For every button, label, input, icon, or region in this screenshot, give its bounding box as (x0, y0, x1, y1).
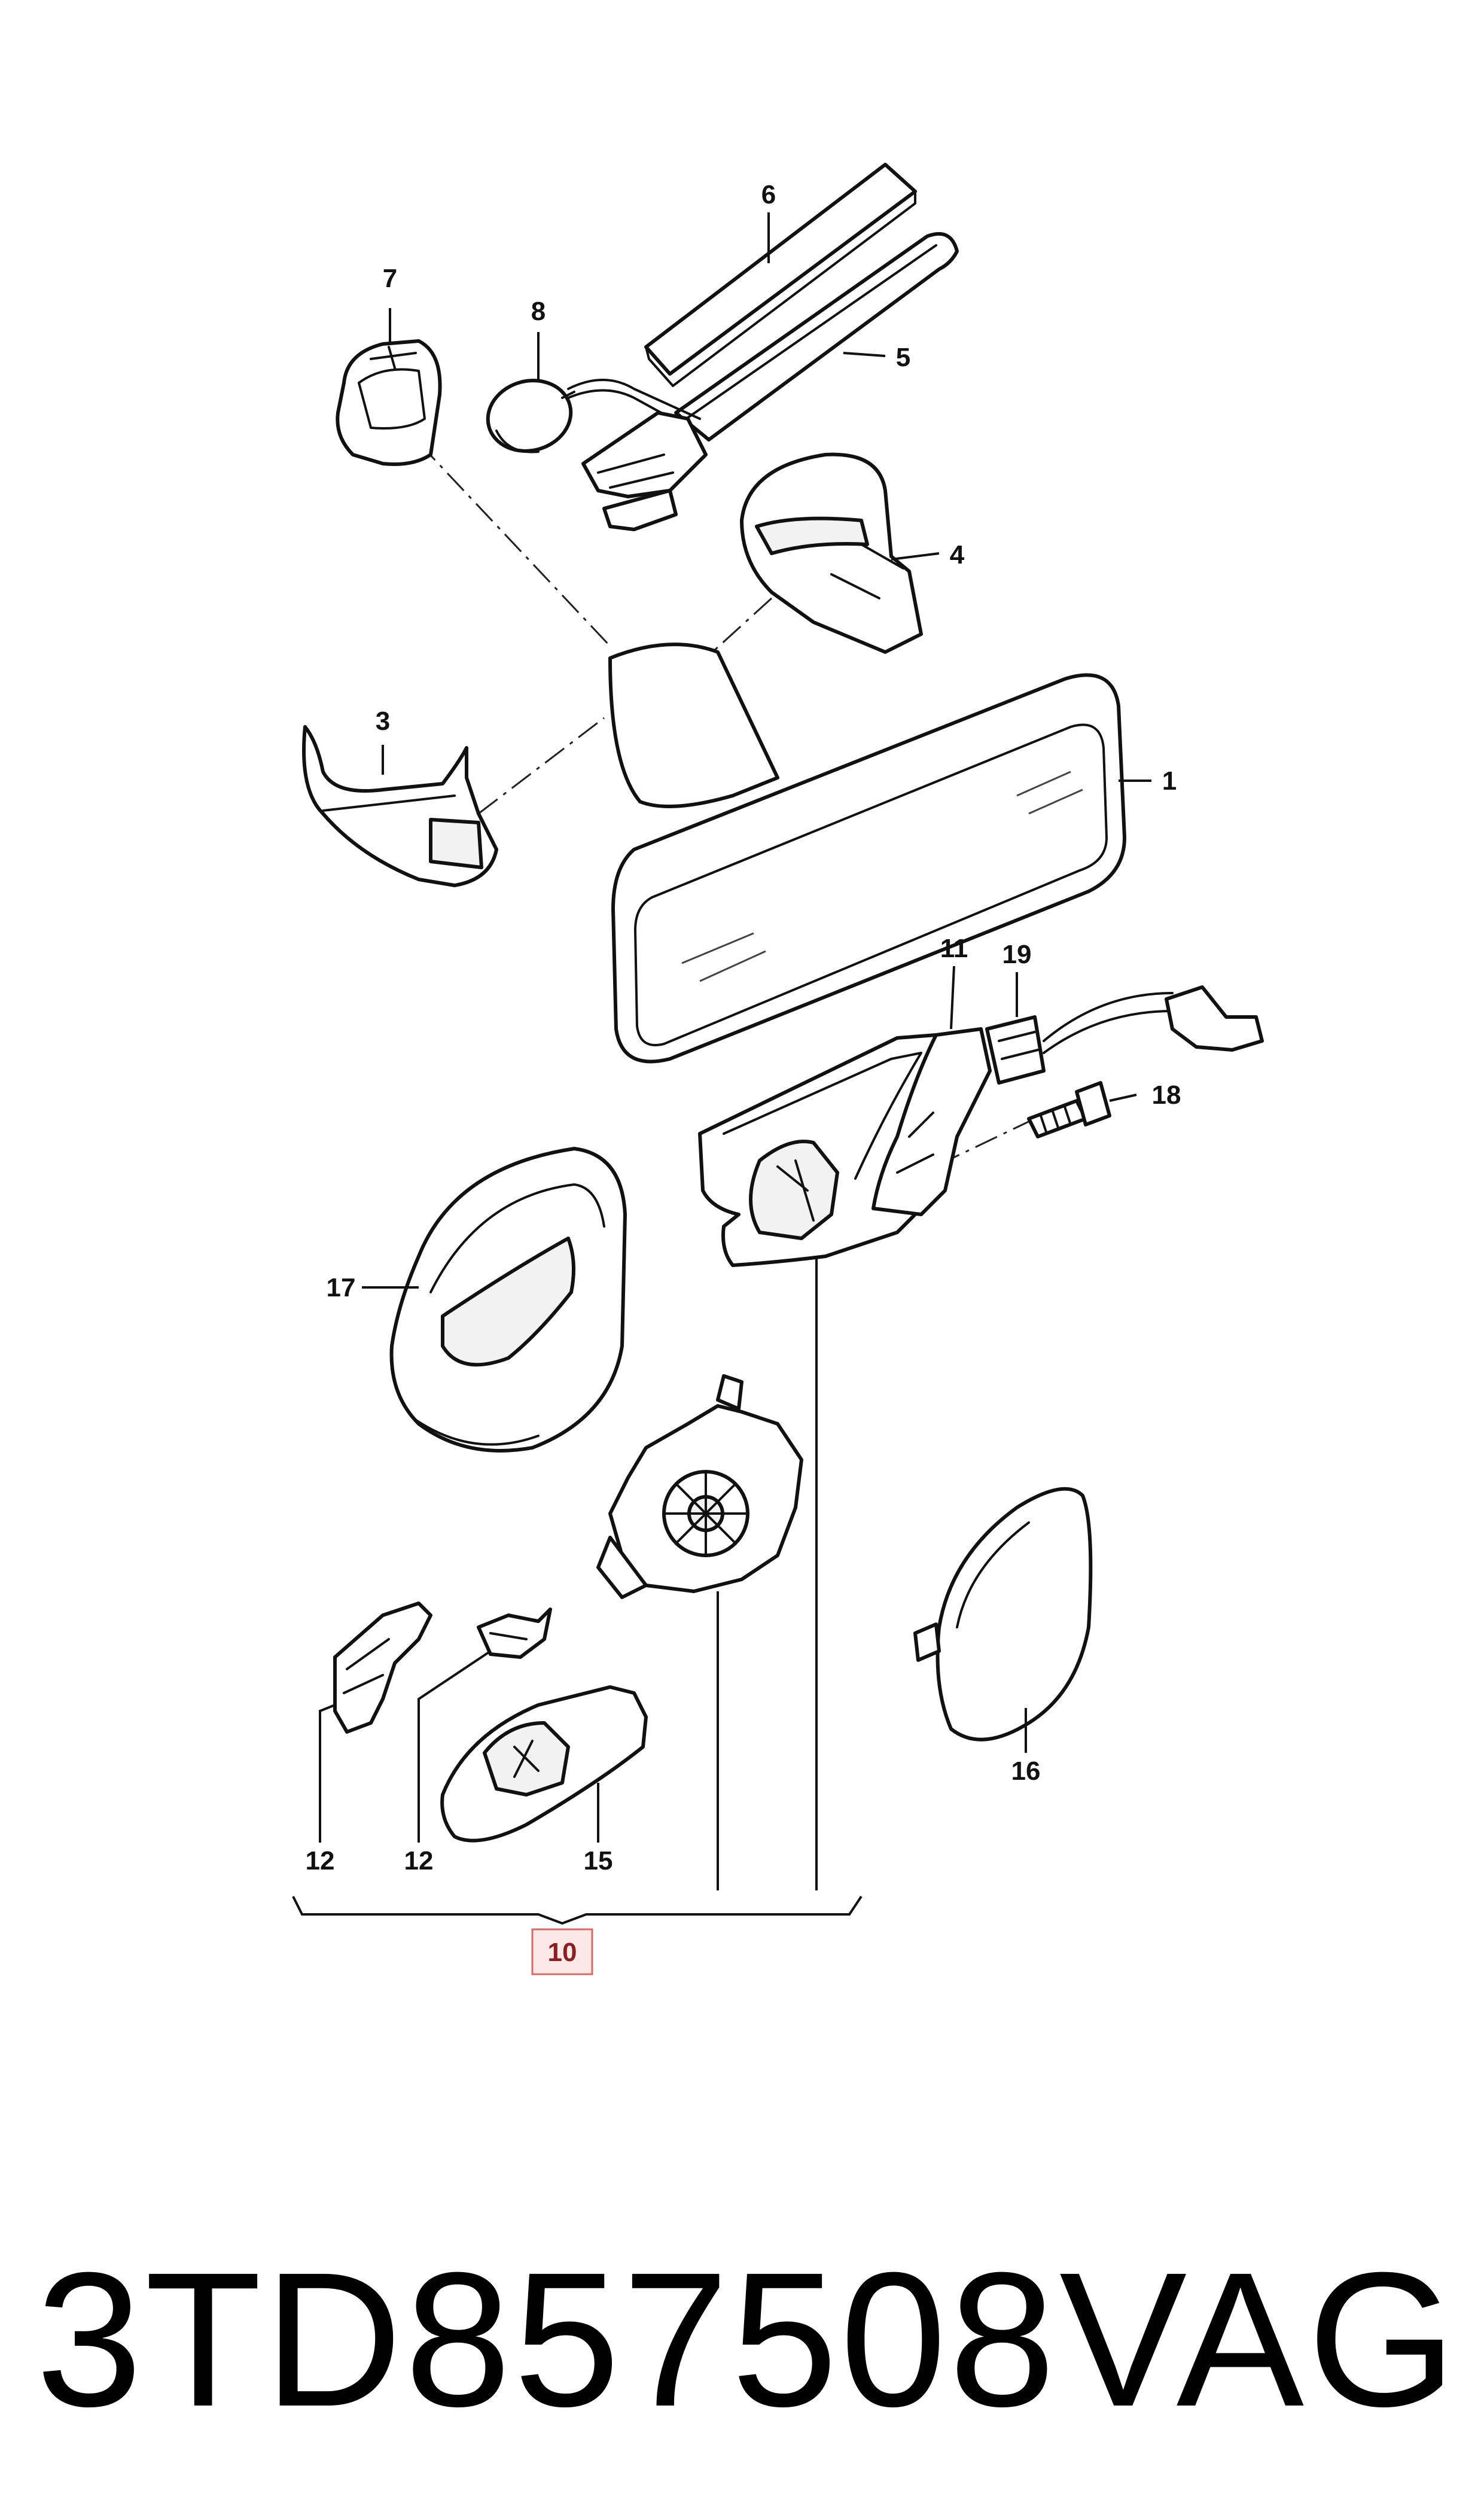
part-17-mirror-cap (389, 1147, 627, 1453)
part-16-mirror-glass (913, 1487, 1093, 1741)
callout-5: 5 (896, 343, 910, 372)
part-18-screw (1027, 1081, 1111, 1138)
part-6-strip (644, 163, 917, 387)
part-1-rear-view-mirror (608, 643, 1126, 1064)
callout-18: 18 (1152, 1080, 1181, 1110)
callout-10: 10 (548, 1938, 577, 1967)
part-5-cable-harness (567, 232, 959, 531)
callout-7: 7 (383, 264, 397, 293)
part-number-footer: 3TD857508 VAG (0, 2213, 1484, 2465)
callout-labels: 6 5 4 1 7 8 3 11 19 18 17 16 12 12 15 10 (306, 180, 1181, 1975)
callout-15: 15 (584, 1846, 613, 1875)
part-4-mount-shroud (740, 452, 923, 654)
callout-11: 11 (940, 934, 968, 963)
callout-19: 19 (1002, 940, 1032, 969)
callout-16: 16 (1011, 1756, 1041, 1786)
part-8-cap (486, 379, 575, 453)
brand-label: VAG (1059, 2232, 1460, 2446)
part-3-trim-cover (302, 725, 498, 887)
part-12-bracket-left (333, 1601, 432, 1734)
adjuster-motor-assembly (596, 1374, 803, 1599)
callout-4: 4 (950, 540, 965, 570)
callout-6: 6 (761, 180, 776, 209)
callout-3: 3 (376, 707, 390, 736)
callout-12-right: 12 (404, 1846, 434, 1875)
callout-1: 1 (1162, 766, 1177, 796)
part-number: 3TD857508 (36, 2232, 1058, 2446)
part-11-mirror-base (698, 1027, 992, 1267)
part-15-lower-housing (440, 1685, 648, 1843)
leader-lines (292, 212, 1151, 1925)
callout-12-left: 12 (306, 1846, 335, 1875)
part-7-clip-cover (336, 339, 442, 466)
exploded-parts-diagram: 6 5 4 1 7 8 3 11 19 18 17 16 12 12 15 10 (292, 163, 1264, 1975)
callout-17: 17 (327, 1273, 356, 1302)
part-19-connector (985, 985, 1264, 1085)
callout-10-box (531, 1928, 593, 1975)
callout-8: 8 (531, 297, 546, 326)
part-12-clip-right (477, 1607, 552, 1659)
